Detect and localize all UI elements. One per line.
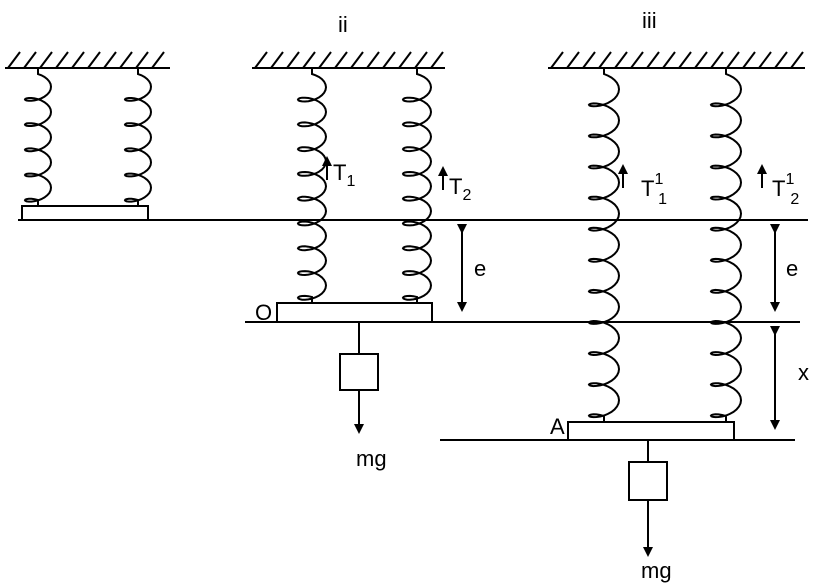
ceiling-i (5, 51, 170, 69)
ceiling-iii (548, 51, 805, 69)
label-mg-ii: mg (356, 446, 387, 471)
label-A: A (550, 414, 565, 439)
spring-iii-left (587, 68, 621, 422)
spring-ii-right (401, 68, 433, 303)
mass-iii (628, 440, 668, 557)
plate-ii (276, 302, 433, 323)
mass-ii (339, 322, 379, 434)
label-O: O (255, 300, 272, 325)
spring-i-left (23, 68, 53, 206)
label-panel-iii: iii (642, 8, 657, 33)
spring-i-right (123, 68, 153, 206)
label-T1: T1 (333, 160, 355, 190)
plate-iii (567, 421, 735, 441)
ceiling-ii (252, 51, 445, 69)
label-T2: T2 (449, 174, 471, 204)
spring-ii-left (296, 68, 328, 303)
spring-iii-right (709, 68, 743, 422)
label-e-ii: e (474, 256, 486, 281)
label-x: x (798, 360, 809, 385)
label-e-iii: e (786, 256, 798, 281)
label-panel-ii: ii (338, 12, 348, 37)
label-mg-iii: mg (641, 558, 672, 583)
plate-i (21, 205, 149, 221)
